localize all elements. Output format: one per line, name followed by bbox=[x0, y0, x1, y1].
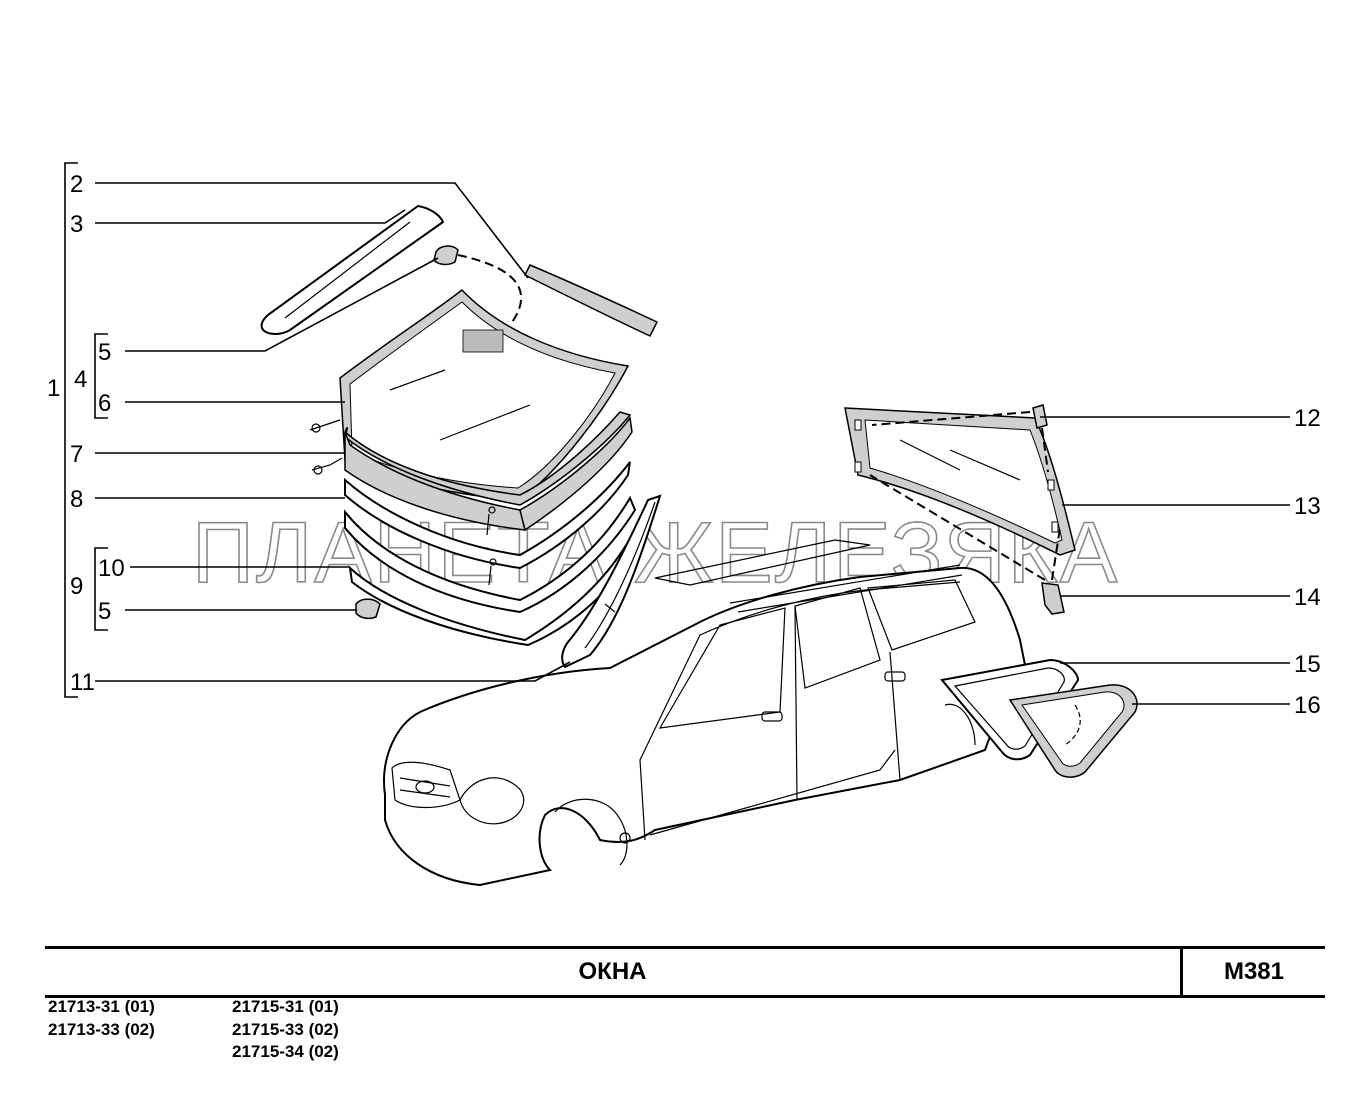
part-5-clip-top bbox=[433, 245, 459, 266]
leader-lines bbox=[95, 182, 1290, 705]
part-5-clip-bottom bbox=[355, 598, 381, 620]
callout-3: 3 bbox=[70, 211, 83, 238]
callout-5-top: 5 bbox=[98, 339, 111, 366]
clip-arrow-12b bbox=[1041, 427, 1049, 473]
part-11-pillar-strip bbox=[561, 494, 662, 669]
callout-6: 6 bbox=[98, 390, 111, 417]
model-item: 21713-31 (01) bbox=[48, 997, 155, 1016]
callout-15: 15 bbox=[1294, 651, 1321, 678]
callout-7: 7 bbox=[70, 441, 83, 468]
part-14-bracket bbox=[1041, 582, 1065, 615]
callout-12: 12 bbox=[1294, 405, 1321, 432]
part-16-side-glass bbox=[1008, 684, 1138, 778]
model-item: 21715-34 (02) bbox=[232, 1042, 339, 1061]
title-separator bbox=[1180, 949, 1183, 995]
clip-arrow-14b bbox=[1051, 527, 1061, 581]
callout-8: 8 bbox=[70, 486, 83, 513]
part-7-seal-layer bbox=[344, 411, 633, 532]
part-13-rear-window bbox=[844, 407, 1076, 556]
page-code: М381 bbox=[1223, 958, 1285, 985]
title-block: ОКНА М381 bbox=[45, 946, 1325, 998]
model-item: 21713-33 (02) bbox=[48, 1019, 155, 1039]
windows-exploded-diagram: ПЛАНЕТА ЖЕЛЕЗЯКА bbox=[47, 162, 1321, 887]
model-item: 21715-33 (02) bbox=[232, 1019, 339, 1039]
bracket-1 bbox=[64, 162, 78, 698]
part-2-seal-strip bbox=[523, 264, 659, 337]
callout-1: 1 bbox=[47, 375, 60, 402]
page-title: ОКНА bbox=[578, 958, 647, 985]
part-8-glass-layer bbox=[344, 461, 631, 570]
callout-10: 10 bbox=[98, 555, 125, 582]
part-3-moulding bbox=[260, 204, 445, 335]
bracket-4 bbox=[94, 333, 108, 419]
part-6-windshield bbox=[339, 288, 630, 501]
callout-4: 4 bbox=[74, 366, 87, 393]
bracket-9 bbox=[94, 547, 108, 631]
callout-5-bottom: 5 bbox=[98, 598, 111, 625]
model-list-left: 21713-31 (01) 21713-33 (02) bbox=[48, 996, 155, 1041]
callout-14: 14 bbox=[1294, 584, 1321, 611]
clip-path-arrow-top bbox=[457, 254, 523, 326]
callout-11: 11 bbox=[70, 669, 95, 696]
callout-13: 13 bbox=[1294, 493, 1321, 520]
mirror-mounts bbox=[309, 419, 497, 586]
clip-arrow-14a bbox=[869, 474, 1046, 581]
clip-arrow-12a bbox=[871, 411, 1031, 426]
model-list-right: 21715-31 (01) 21715-33 (02) 21715-34 (02… bbox=[232, 996, 339, 1064]
callout-2: 2 bbox=[70, 171, 83, 198]
callout-9: 9 bbox=[70, 573, 83, 600]
callout-16: 16 bbox=[1294, 692, 1321, 719]
part-10-glass-layer bbox=[344, 495, 637, 614]
model-item: 21715-31 (01) bbox=[232, 997, 339, 1016]
